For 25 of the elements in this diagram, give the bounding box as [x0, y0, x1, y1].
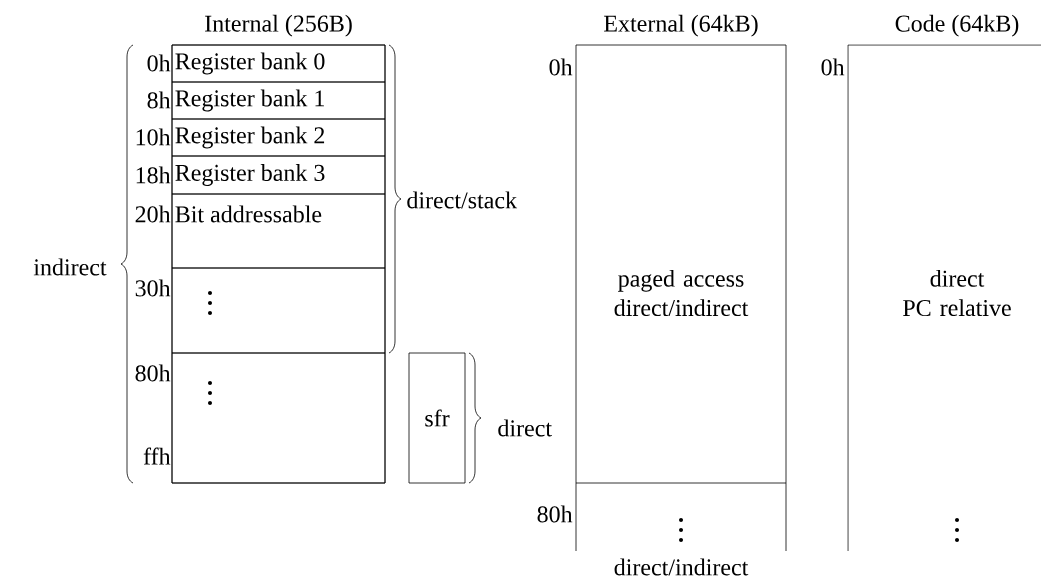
- node-label: Code (64kB): [895, 14, 1019, 37]
- address-label: 20h: [135, 205, 171, 223]
- memory-row: Bit addressable: [171, 193, 386, 269]
- memory-row: Register bank 1: [171, 81, 386, 120]
- address-label: 30h: [135, 279, 171, 297]
- address-label: 8h: [147, 91, 171, 109]
- memory-block: Code (64kB) direct PC relative: [847, 14, 1041, 552]
- memory-row: Register bank 0: [171, 44, 386, 83]
- memory-row: Register bank 3: [171, 155, 386, 195]
- memory-block: External (64kB) paged access direct/indirect: [575, 14, 787, 484]
- address-label: 10h: [136, 128, 171, 146]
- address-label: 80h: [135, 364, 171, 382]
- address-label: 0h: [147, 54, 171, 72]
- access-label: direct: [498, 419, 552, 437]
- access-label: direct/indirect: [614, 558, 749, 576]
- node-label: Internal (256B): [205, 14, 352, 37]
- access-label: direct/stack: [407, 191, 518, 209]
- address-label: 0h: [821, 58, 845, 76]
- memory-row: Register bank 2: [171, 118, 386, 157]
- node-label: External (64kB): [604, 14, 758, 37]
- register-box: sfr: [408, 352, 466, 484]
- access-label: indirect: [33, 258, 107, 276]
- address-label: 18h: [136, 166, 171, 184]
- address-label: 80h: [537, 505, 573, 523]
- node-label: direct PC relative: [903, 269, 1011, 317]
